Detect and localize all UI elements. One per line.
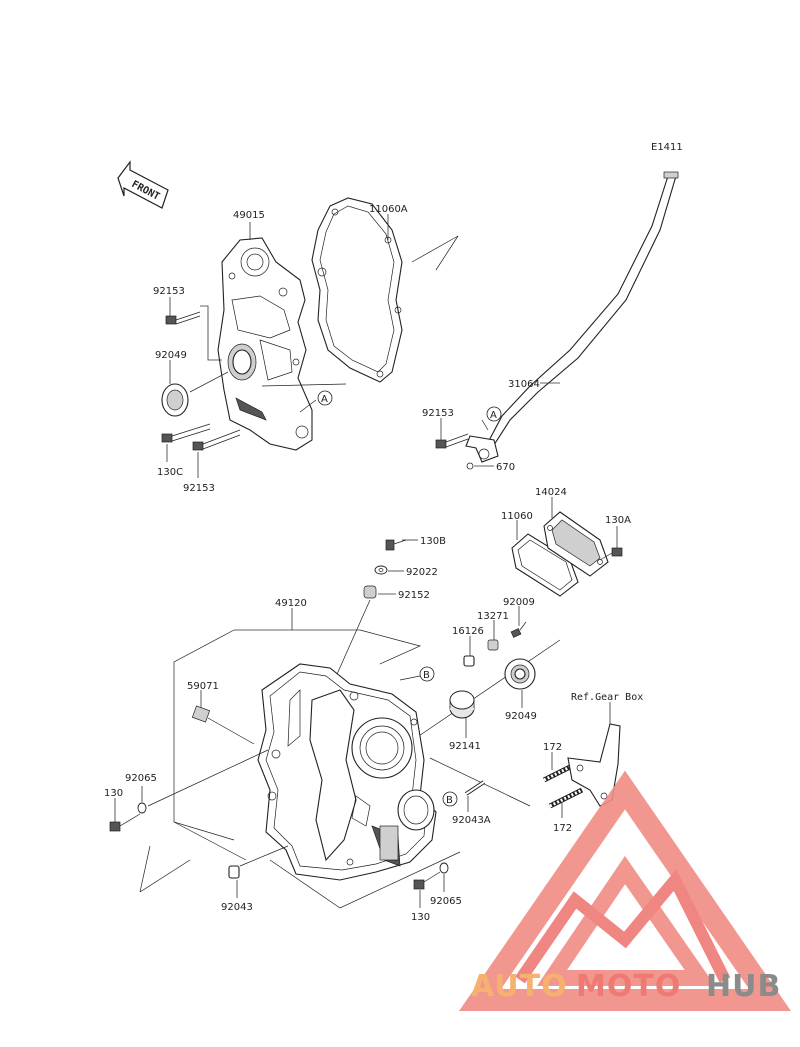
part-label-11060A: 11060A bbox=[369, 204, 408, 215]
diagram-code: E1411 bbox=[651, 142, 683, 153]
part-label-130C: 130C bbox=[157, 467, 183, 478]
part-label-92022: 92022 bbox=[406, 567, 438, 578]
svg-text:B: B bbox=[423, 670, 430, 681]
part-label-130B: 130B bbox=[420, 536, 446, 547]
bolt-92153-bottom[interactable] bbox=[192, 429, 241, 451]
oil-seal-92049-mid[interactable] bbox=[504, 658, 536, 690]
wordmark-hub: HUB bbox=[706, 969, 781, 1004]
svg-text:B: B bbox=[446, 795, 453, 806]
timing-cover-49015[interactable] bbox=[217, 237, 313, 451]
gasket-11060[interactable] bbox=[511, 533, 579, 597]
dipstick-31064[interactable] bbox=[465, 171, 679, 463]
wordmark-moto: MOTO bbox=[576, 969, 681, 1004]
bolt-130-left[interactable] bbox=[109, 813, 141, 832]
part-label-16126: 16126 bbox=[452, 626, 484, 637]
part-label-13271: 13271 bbox=[477, 611, 509, 622]
part-label-92009: 92009 bbox=[503, 597, 535, 608]
gasket-11060A[interactable] bbox=[311, 197, 403, 383]
bolt-92153-right[interactable] bbox=[435, 433, 469, 449]
part-label-92043A: 92043A bbox=[452, 815, 491, 826]
part-label-14024: 14024 bbox=[535, 487, 567, 498]
part-label-92049-mid: 92049 bbox=[505, 711, 537, 722]
bolt-92153-top[interactable] bbox=[165, 311, 201, 325]
o-ring-670[interactable] bbox=[466, 462, 474, 470]
part-label-59071: 59071 bbox=[187, 681, 219, 692]
part-label-92153-bottom: 92153 bbox=[183, 483, 215, 494]
automotohub-wordmark: AUTO MOTO HUB bbox=[471, 969, 781, 1004]
part-label-130-left: 130 bbox=[104, 788, 123, 799]
dowel-16126[interactable] bbox=[463, 655, 475, 667]
front-arrow-icon: FRONT bbox=[117, 160, 169, 209]
stud-172-bottom[interactable] bbox=[548, 787, 584, 809]
part-label-92043: 92043 bbox=[221, 902, 253, 913]
part-label-172-top: 172 bbox=[543, 742, 562, 753]
part-label-92049-top: 92049 bbox=[155, 350, 187, 361]
bushing-13271[interactable] bbox=[487, 639, 499, 651]
stud-92009[interactable] bbox=[510, 621, 527, 638]
bolt-130C[interactable] bbox=[161, 423, 211, 443]
pin-92043A[interactable] bbox=[464, 780, 486, 796]
crankcase-49120[interactable] bbox=[257, 663, 437, 881]
svg-text:A: A bbox=[490, 410, 497, 421]
washer-92065-left[interactable] bbox=[137, 802, 147, 814]
part-label-172-bottom: 172 bbox=[553, 823, 572, 834]
part-label-31064: 31064 bbox=[508, 379, 540, 390]
part-label-130A: 130A bbox=[605, 515, 631, 526]
part-label-92065-left: 92065 bbox=[125, 773, 157, 784]
part-label-49015: 49015 bbox=[233, 210, 265, 221]
part-label-92141: 92141 bbox=[449, 741, 481, 752]
reference-frame-lines bbox=[139, 629, 561, 909]
breather-cover-14024[interactable] bbox=[543, 511, 609, 577]
part-label-92065-bottom: 92065 bbox=[430, 896, 462, 907]
callout-b-bottom: B bbox=[442, 791, 458, 807]
part-label-11060: 11060 bbox=[501, 511, 533, 522]
bolt-130-bottom[interactable] bbox=[413, 871, 441, 890]
part-label-130-bottom: 130 bbox=[411, 912, 430, 923]
collar-92152[interactable] bbox=[363, 585, 377, 599]
plug-59071[interactable] bbox=[191, 705, 255, 745]
callout-a-right: A bbox=[486, 406, 502, 422]
part-label-670: 670 bbox=[496, 462, 515, 473]
part-label-49120: 49120 bbox=[275, 598, 307, 609]
bushing-92141[interactable] bbox=[449, 690, 475, 719]
bolt-130B[interactable] bbox=[385, 539, 407, 551]
part-label-92153-top: 92153 bbox=[153, 286, 185, 297]
callout-a-left: A bbox=[317, 390, 333, 406]
washer-92022[interactable] bbox=[374, 565, 388, 575]
part-label-92152: 92152 bbox=[398, 590, 430, 601]
svg-text:A: A bbox=[321, 394, 328, 405]
automotohub-logo bbox=[459, 770, 791, 1011]
ref-gear-box-note: Ref.Gear Box bbox=[571, 692, 643, 703]
part-label-92153-right: 92153 bbox=[422, 408, 454, 419]
oil-seal-92049-top[interactable] bbox=[161, 383, 189, 417]
callout-b-top: B bbox=[419, 666, 435, 682]
washer-92065-bottom[interactable] bbox=[439, 862, 449, 874]
wordmark-auto: AUTO bbox=[471, 969, 568, 1004]
gear-box-bracket[interactable] bbox=[567, 723, 621, 807]
dowel-92043[interactable] bbox=[228, 865, 240, 879]
